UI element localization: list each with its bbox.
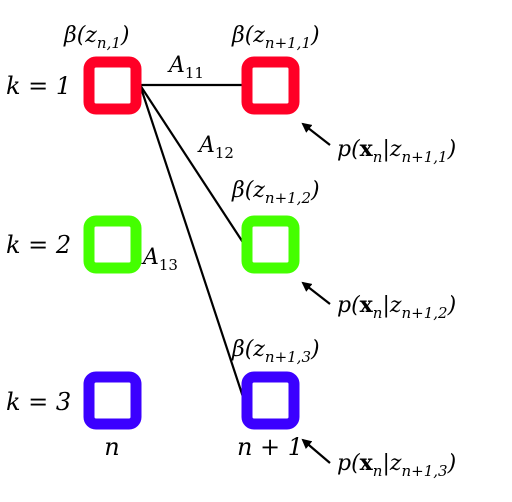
emission-mid: |z — [382, 137, 401, 162]
transition-base: A — [167, 53, 185, 78]
emission-prefix: p( — [337, 451, 360, 476]
emission-close: ) — [447, 137, 457, 162]
beta-label-n1-3: β(zn+1,3) — [231, 337, 320, 366]
transition-label-a13: A13 — [141, 245, 178, 274]
beta-sub: n,1 — [97, 34, 121, 52]
emission-sub: n — [373, 462, 383, 480]
beta-base: β(z — [231, 337, 265, 362]
column-label-n-plus-1: n + 1 — [237, 433, 303, 461]
emission-sub: n — [373, 304, 383, 322]
beta-close: ) — [310, 23, 320, 48]
emission-mid: |z — [382, 451, 401, 476]
emission-bold-var: x — [360, 450, 374, 476]
node-n1-k3 — [241, 371, 300, 430]
transition-sub: 11 — [185, 64, 204, 82]
column-label-n: n — [104, 433, 119, 461]
emission-close: ) — [447, 293, 457, 318]
beta-label-n1-2: β(zn+1,2) — [231, 178, 320, 207]
beta-sub: n+1,3 — [265, 348, 311, 366]
edge-a12 — [139, 84, 245, 245]
emission-arrow-2 — [301, 281, 331, 305]
emission-sub: n+1,2 — [401, 304, 447, 322]
node-n1-k2 — [241, 215, 300, 274]
beta-sub: n+1,2 — [265, 189, 311, 207]
emission-label-2: p(xn|zn+1,2) — [337, 292, 456, 322]
beta-label-n-1: β(zn,1) — [63, 23, 129, 52]
beta-base: β(z — [231, 178, 265, 203]
emission-close: ) — [447, 451, 457, 476]
k-label-3: k = 3 — [6, 388, 71, 416]
node-n-k3 — [83, 371, 142, 430]
emission-bold-var: x — [360, 292, 374, 318]
node-n-k2 — [83, 215, 142, 274]
emission-prefix: p( — [337, 137, 360, 162]
transition-label-a12: A12 — [197, 133, 234, 162]
emission-label-1: p(xn|zn+1,1) — [337, 136, 456, 166]
transition-base: A — [197, 133, 215, 158]
beta-sub: n+1,1 — [265, 34, 311, 52]
transition-sub: 12 — [215, 144, 234, 162]
emission-sub: n — [373, 148, 383, 166]
beta-close: ) — [310, 337, 320, 362]
emission-arrow-3 — [301, 438, 331, 464]
beta-base: β(z — [63, 23, 97, 48]
transition-base: A — [141, 245, 159, 270]
k-label-1: k = 1 — [6, 72, 71, 100]
transition-label-a11: A11 — [167, 53, 204, 82]
transition-sub: 13 — [159, 256, 178, 274]
k-label-2: k = 2 — [6, 231, 71, 259]
beta-label-n1-1: β(zn+1,1) — [231, 23, 320, 52]
emission-bold-var: x — [360, 136, 374, 162]
emission-sub: n+1,3 — [401, 462, 447, 480]
emission-mid: |z — [382, 293, 401, 318]
emission-arrow-1 — [301, 122, 331, 146]
beta-base: β(z — [231, 23, 265, 48]
edge-a13 — [138, 84, 246, 401]
node-n1-k1 — [241, 56, 300, 115]
emission-sub: n+1,1 — [401, 148, 447, 166]
node-n-k1 — [83, 56, 142, 115]
beta-close: ) — [120, 23, 130, 48]
emission-prefix: p( — [337, 293, 360, 318]
beta-close: ) — [310, 178, 320, 203]
emission-label-3: p(xn|zn+1,3) — [337, 450, 456, 480]
